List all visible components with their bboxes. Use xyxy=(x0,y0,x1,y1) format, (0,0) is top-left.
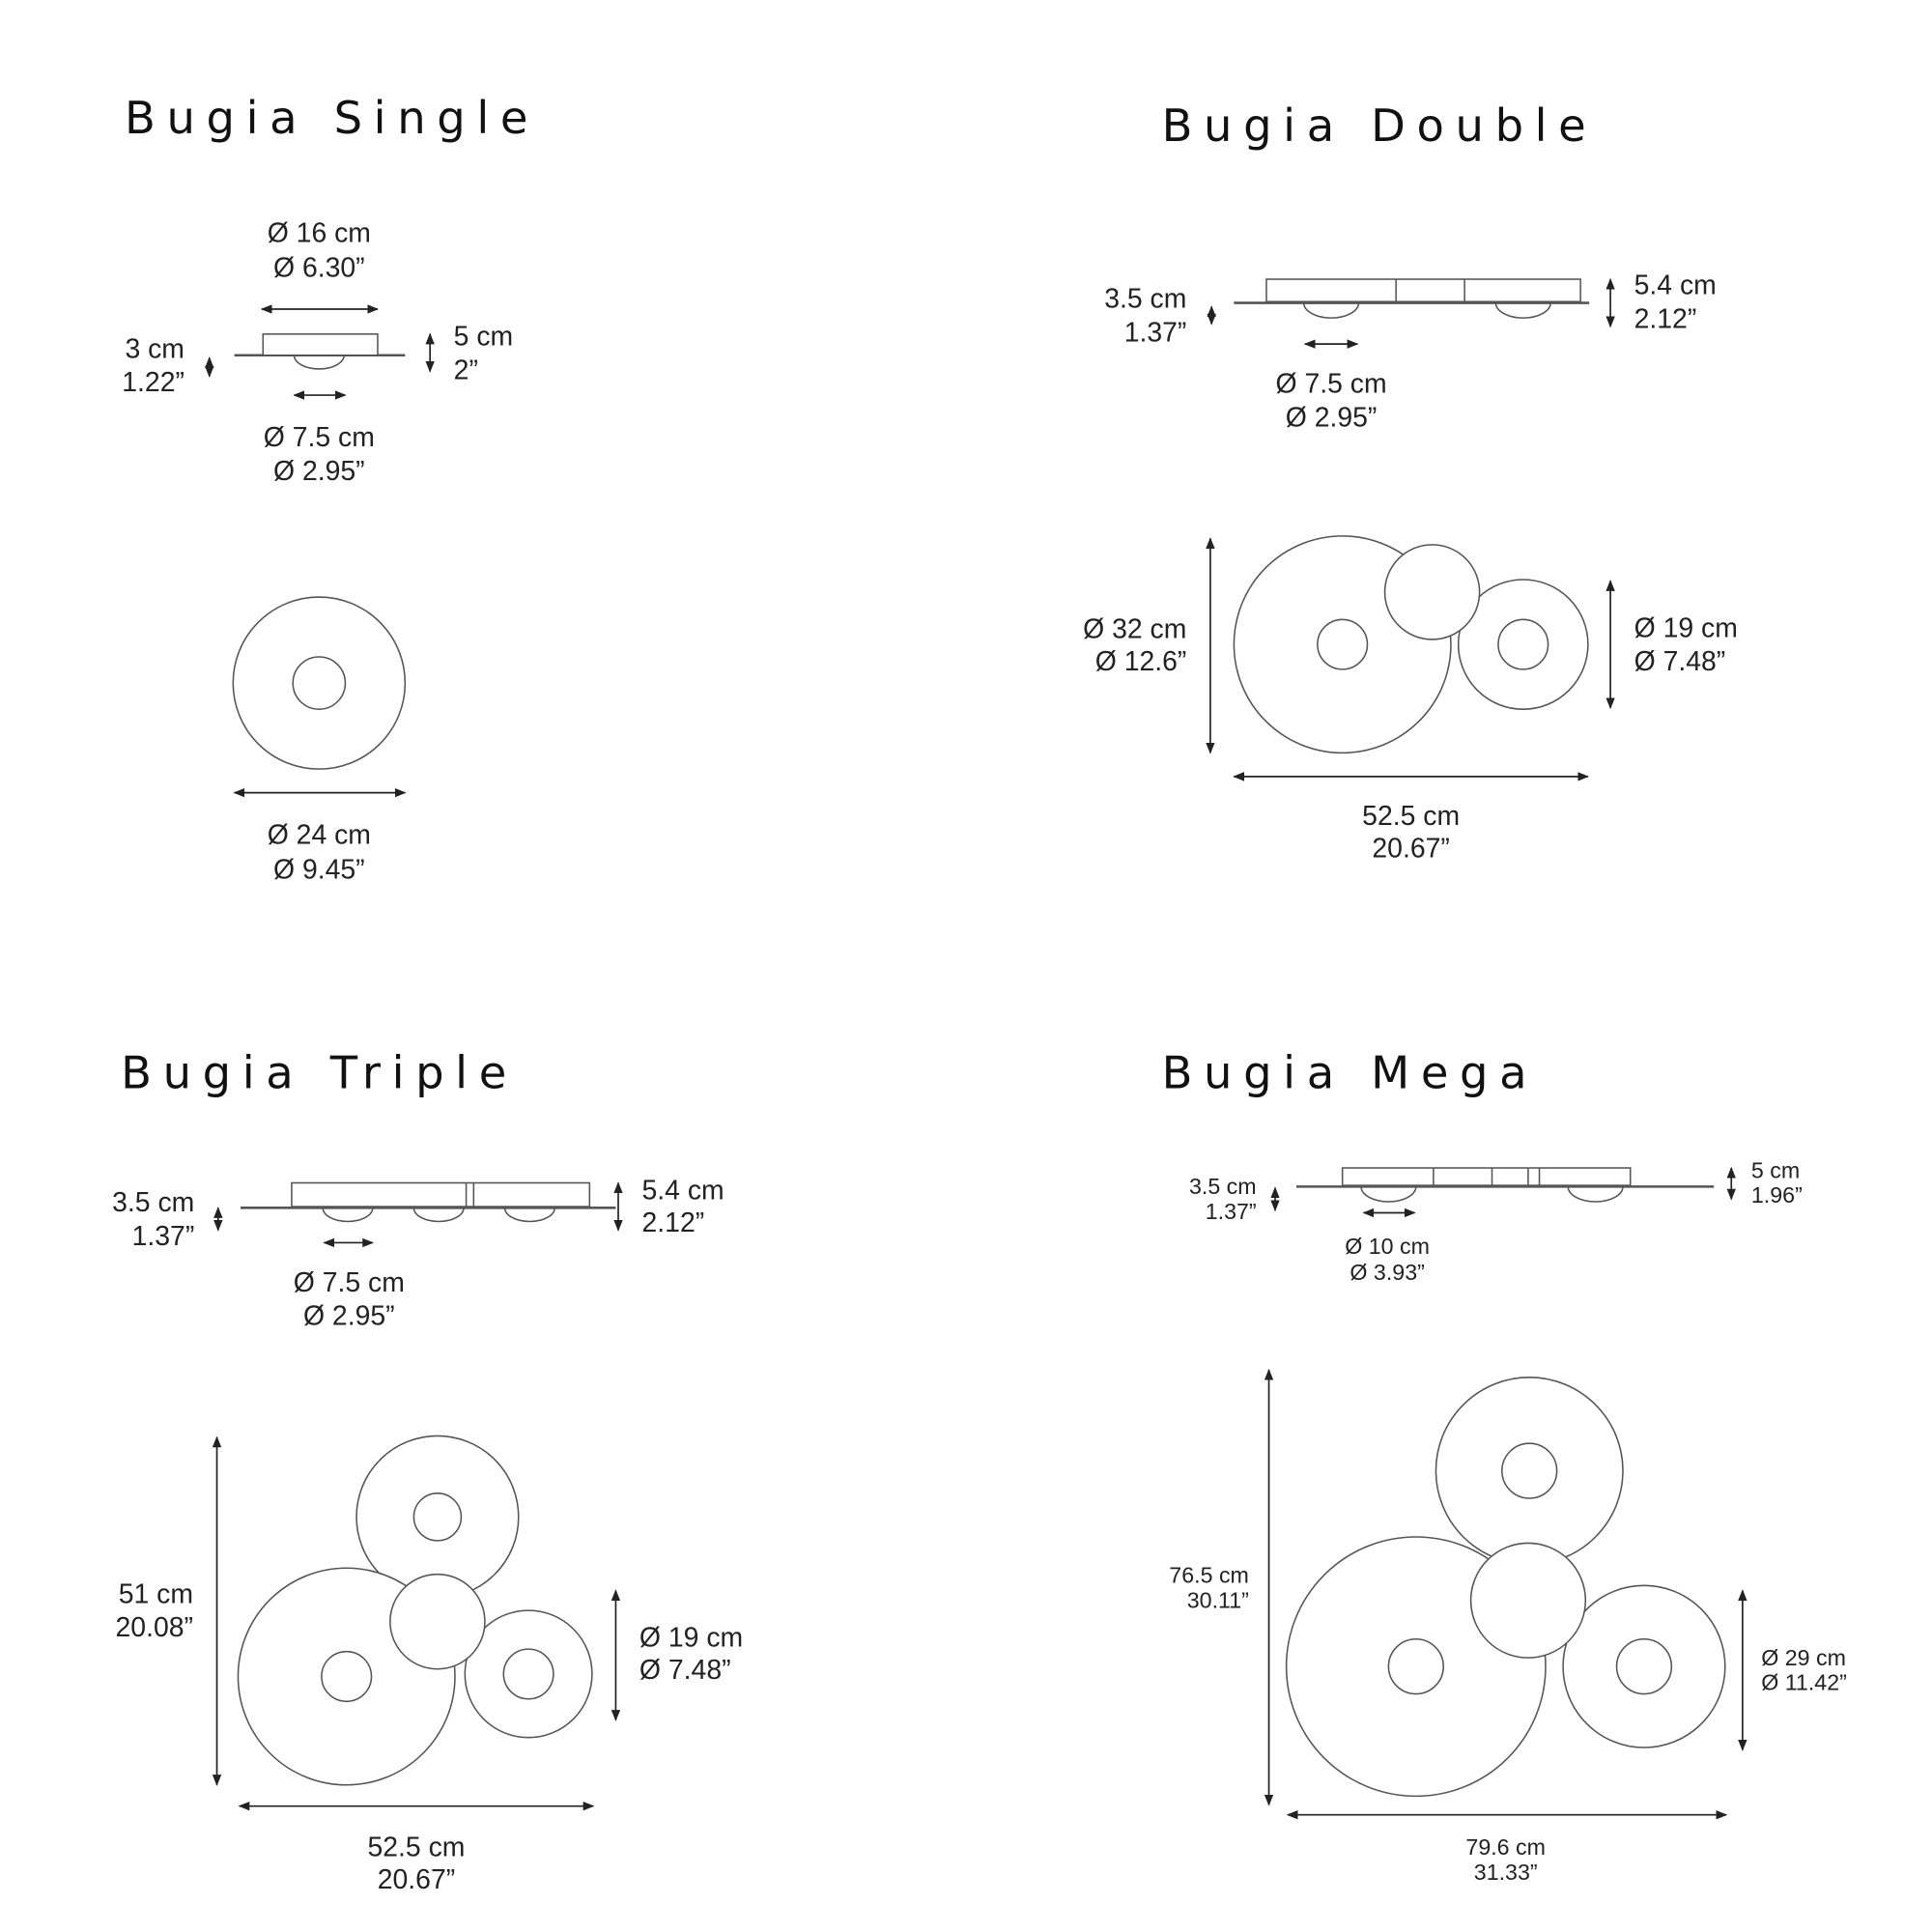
triple-small-diameter-cm: Ø 19 cm xyxy=(639,1623,743,1654)
canopy-box xyxy=(262,333,379,356)
triple-diffuser xyxy=(412,1492,463,1542)
double-width-cm: 52.5 cm xyxy=(1362,801,1460,832)
triple-small-diameter-in: Ø 7.48” xyxy=(639,1655,731,1686)
mega-title: Bugia Mega xyxy=(1162,1046,1539,1098)
single-diffuser-cm: Ø 7.5 cm xyxy=(264,422,375,453)
triple-diffuser xyxy=(502,1648,554,1700)
mega-width-in: 31.33” xyxy=(1474,1860,1538,1885)
double-diffuser-cm: Ø 7.5 cm xyxy=(1276,368,1387,399)
diffuser-dome xyxy=(322,1208,374,1223)
mega-diffuser-cm: Ø 10 cm xyxy=(1345,1234,1430,1259)
double-diffuser-in: Ø 2.95” xyxy=(1286,402,1378,433)
canopy-box xyxy=(291,1181,591,1208)
triple-width-in: 20.67” xyxy=(378,1864,455,1895)
single-top-width-in: Ø 6.30” xyxy=(273,252,365,283)
double-small-diameter-cm: Ø 19 cm xyxy=(1634,612,1738,643)
mega-total-height-cm: 5 cm xyxy=(1751,1157,1800,1182)
single-total-height-in: 2” xyxy=(454,355,478,385)
mega-total-height-in: 1.96” xyxy=(1751,1182,1803,1208)
double-large-diameter-cm: Ø 32 cm xyxy=(1083,614,1186,645)
mega-height-cm: 76.5 cm xyxy=(1169,1563,1249,1588)
triple-height-in: 20.08” xyxy=(116,1612,193,1643)
double-diffuser xyxy=(1317,618,1369,670)
diffuser-dome xyxy=(293,355,345,370)
mega-diffuser xyxy=(1387,1637,1444,1695)
mega-diffuser xyxy=(1615,1637,1673,1695)
triple-width-cm: 52.5 cm xyxy=(367,1832,465,1862)
single-diffuser-in: Ø 2.95” xyxy=(273,456,365,487)
double-large-diameter-in: Ø 12.6” xyxy=(1095,646,1187,677)
triple-total-height-in: 2.12” xyxy=(642,1208,705,1238)
single-top-width-cm: Ø 16 cm xyxy=(268,217,371,248)
double-total-height-cm: 5.4 cm xyxy=(1634,270,1717,301)
mega-diffuser-in: Ø 3.93” xyxy=(1350,1260,1424,1285)
single-title: Bugia Single xyxy=(125,92,539,144)
double-title: Bugia Double xyxy=(1162,99,1598,152)
triple-total-height-cm: 5.4 cm xyxy=(642,1175,724,1206)
drawing-geometry xyxy=(205,277,1747,1820)
triple-plate-height-cm: 3.5 cm xyxy=(112,1187,194,1218)
diffuser-dome xyxy=(412,1208,465,1223)
double-total-height-in: 2.12” xyxy=(1634,303,1697,334)
mega-small-diameter-cm: Ø 29 cm xyxy=(1761,1645,1846,1670)
single-diffuser xyxy=(292,656,347,710)
diffuser-dome xyxy=(1567,1186,1624,1203)
mega-width-cm: 79.6 cm xyxy=(1465,1834,1546,1860)
double-section: Bugia Double 3.5 cm 1.37” 5.4 cm 2.12” Ø… xyxy=(1083,99,1738,865)
mega-center-cap xyxy=(1469,1542,1587,1659)
mega-section: Bugia Mega 3.5 cm 1.37” 5 cm 1.96” Ø 10 … xyxy=(1162,1046,1847,1884)
single-section: Bugia Single Ø 16 cm Ø 6.30” 3 cm 1.22” … xyxy=(122,92,539,886)
single-plate-height-in: 1.22” xyxy=(122,367,185,398)
mega-plate-height-cm: 3.5 cm xyxy=(1189,1174,1257,1199)
single-diameter-cm: Ø 24 cm xyxy=(268,820,371,851)
double-small-diameter-in: Ø 7.48” xyxy=(1634,646,1726,677)
triple-title: Bugia Triple xyxy=(121,1046,518,1098)
triple-section: Bugia Triple 3.5 cm 1.37” 5.4 cm 2.12” Ø… xyxy=(112,1046,743,1894)
canopy-box xyxy=(1341,1167,1632,1186)
single-diameter-in: Ø 9.45” xyxy=(273,855,365,886)
diffuser-dome xyxy=(1302,302,1360,319)
double-plate-height-cm: 3.5 cm xyxy=(1104,284,1186,315)
triple-diffuser-cm: Ø 7.5 cm xyxy=(294,1267,405,1298)
double-center-cap xyxy=(1383,544,1481,640)
triple-diffuser xyxy=(321,1650,373,1703)
diffuser-dome xyxy=(503,1208,555,1223)
triple-center-cap xyxy=(389,1573,486,1670)
single-total-height-cm: 5 cm xyxy=(454,321,513,352)
mega-diffuser xyxy=(1501,1442,1558,1499)
diffuser-dome xyxy=(1494,302,1551,319)
mega-small-diameter-in: Ø 11.42” xyxy=(1761,1670,1847,1695)
double-width-in: 20.67” xyxy=(1372,834,1449,865)
double-plate-height-in: 1.37” xyxy=(1124,318,1187,349)
canopy-box xyxy=(1265,278,1581,303)
triple-height-cm: 51 cm xyxy=(119,1578,193,1609)
mega-height-in: 30.11” xyxy=(1187,1588,1249,1613)
diffuser-dome xyxy=(1360,1186,1417,1203)
triple-diffuser-in: Ø 2.95” xyxy=(303,1301,395,1332)
single-plate-height-cm: 3 cm xyxy=(125,333,185,364)
triple-plate-height-in: 1.37” xyxy=(132,1221,195,1252)
mega-plate-height-in: 1.37” xyxy=(1206,1199,1257,1224)
double-diffuser xyxy=(1497,618,1549,670)
